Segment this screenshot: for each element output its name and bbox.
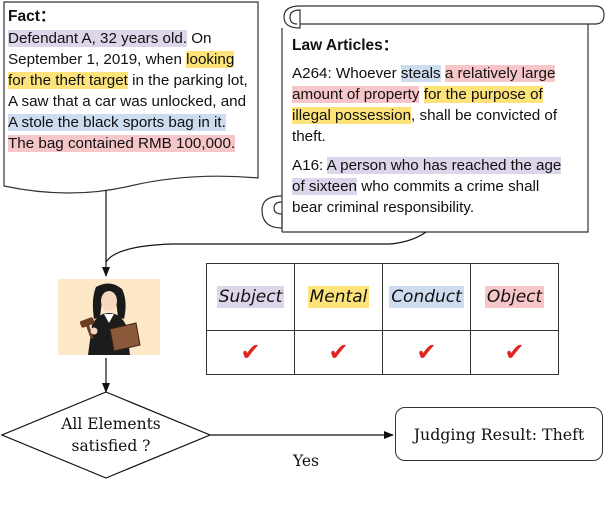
fact-segment: Defendant A, 32 years old.	[8, 30, 187, 47]
check-cell-mental: ✔	[294, 330, 383, 375]
judge-with-gavel-icon	[58, 279, 160, 355]
law-segment: who commits a crime shall bear criminal …	[292, 178, 540, 216]
element-cell-subject: Subject	[206, 263, 295, 331]
elements-header-row: Subject Mental Conduct Object	[206, 263, 559, 331]
check-cell-subject: ✔	[206, 330, 295, 375]
fact-text-block: Fact： Defendant A, 32 years old. On Sept…	[8, 6, 254, 154]
judging-result-box: Judging Result: Theft	[395, 407, 603, 461]
law-scroll-shape	[261, 5, 605, 233]
checkmark-icon: ✔	[240, 338, 261, 366]
element-cell-conduct: Conduct	[382, 263, 471, 331]
connector-lines	[0, 190, 427, 479]
fact-segment: in the parking lot, A saw that a car was…	[8, 72, 248, 110]
decision-line-2: satisfied ?	[71, 437, 151, 455]
fact-segment: On September 1, 2019, when	[8, 30, 212, 68]
fact-segment: The bag contained RMB 100,000.	[8, 135, 236, 152]
element-label-mental: Mental	[307, 286, 370, 308]
elements-table: Subject Mental Conduct Object ✔ ✔ ✔ ✔	[206, 263, 559, 375]
law-title: Law Articles：	[292, 37, 399, 54]
law-segment: , shall be convicted of theft.	[292, 107, 558, 145]
elements-check-row: ✔ ✔ ✔ ✔	[206, 330, 559, 375]
element-cell-object: Object	[470, 263, 559, 331]
law-segment: A16:	[292, 157, 327, 174]
checkmark-icon: ✔	[416, 338, 437, 366]
fact-body: Defendant A, 32 years old. On September …	[8, 30, 248, 152]
law-articles-block: Law Articles： A264: Whoever steals a rel…	[292, 35, 570, 218]
law-article-a16: A16: A person who has reached the age of…	[292, 155, 570, 218]
law-article-a264: A264: Whoever steals a relatively large …	[292, 63, 570, 147]
law-segment: steals	[400, 65, 441, 82]
law-segment: A264: Whoever	[292, 65, 401, 82]
check-cell-object: ✔	[470, 330, 559, 375]
decision-line-1: All Elements	[61, 415, 161, 433]
paragraph-gap	[292, 147, 570, 155]
element-label-conduct: Conduct	[389, 286, 464, 308]
checkmark-icon: ✔	[328, 338, 349, 366]
element-label-subject: Subject	[216, 286, 285, 308]
judging-result-text: Judging Result: Theft	[413, 424, 585, 444]
check-cell-conduct: ✔	[382, 330, 471, 375]
fact-segment: A stole the black sports bag in it.	[8, 114, 226, 131]
element-cell-mental: Mental	[294, 263, 383, 331]
decision-diamond-text: All Elements satisfied ?	[18, 413, 204, 457]
yes-label: Yes	[293, 452, 320, 470]
element-label-object: Object	[484, 286, 545, 308]
fact-title: Fact：	[8, 8, 56, 25]
checkmark-icon: ✔	[504, 338, 525, 366]
